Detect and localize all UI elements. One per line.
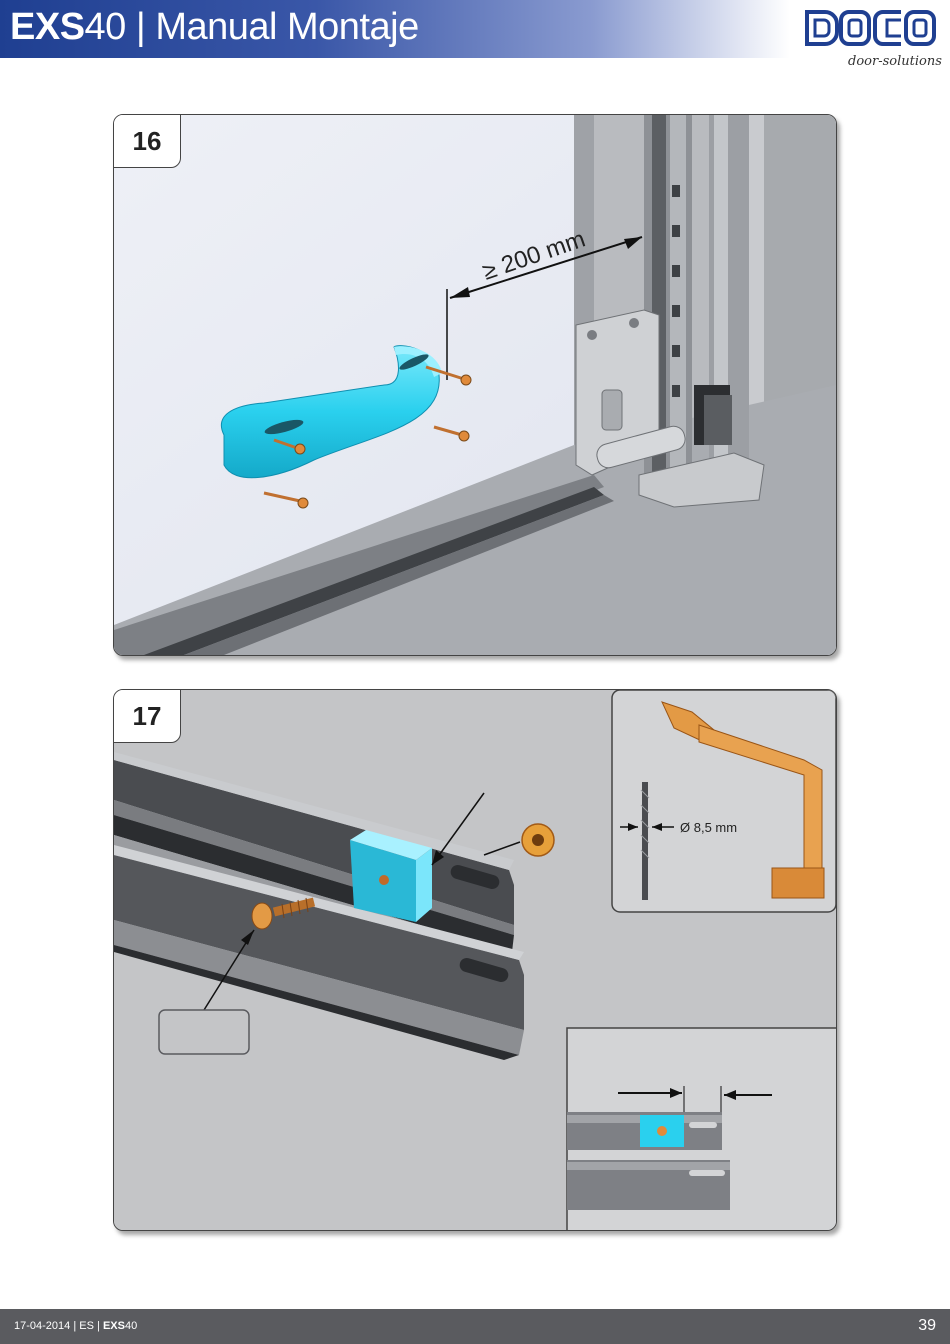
title-rest: Manual Montaje [155, 6, 418, 48]
step-16-number: 16 [113, 114, 181, 168]
title-model-number: 40 [85, 6, 126, 48]
footer-date: 17-04-2014 [14, 1320, 70, 1332]
doco-logo-icon [804, 6, 938, 50]
title-bold: EXS [10, 6, 85, 48]
step-16-panel: ≥ 200 mm 16 [113, 114, 837, 656]
step-17-panel: 17 Ø 8,5 mm [113, 689, 837, 1231]
footer-model-num: 40 [125, 1320, 137, 1332]
logo-tagline: door-solutions [848, 54, 942, 69]
footer-lang: ES [79, 1320, 94, 1332]
footer-sep-1: | [70, 1320, 79, 1332]
footer-sep-2: | [94, 1320, 103, 1332]
doco-logo: door-solutions [800, 6, 945, 72]
footer-model-bold: EXS [103, 1320, 125, 1332]
page-number: 39 [918, 1317, 936, 1335]
page-title: EXS40 | Manual Montaje [10, 6, 419, 49]
drill-diameter-label: Ø 8,5 mm [680, 820, 737, 835]
footer-info: 17-04-2014 | ES | EXS40 [14, 1320, 137, 1332]
footer-bar: 17-04-2014 | ES | EXS40 39 [0, 1309, 950, 1344]
title-separator: | [126, 6, 156, 48]
step-17-number: 17 [113, 689, 181, 743]
step-16-illustration: ≥ 200 mm [114, 115, 836, 655]
header-bar: EXS40 | Manual Montaje [0, 0, 790, 58]
step-17-illustration [114, 690, 836, 1230]
